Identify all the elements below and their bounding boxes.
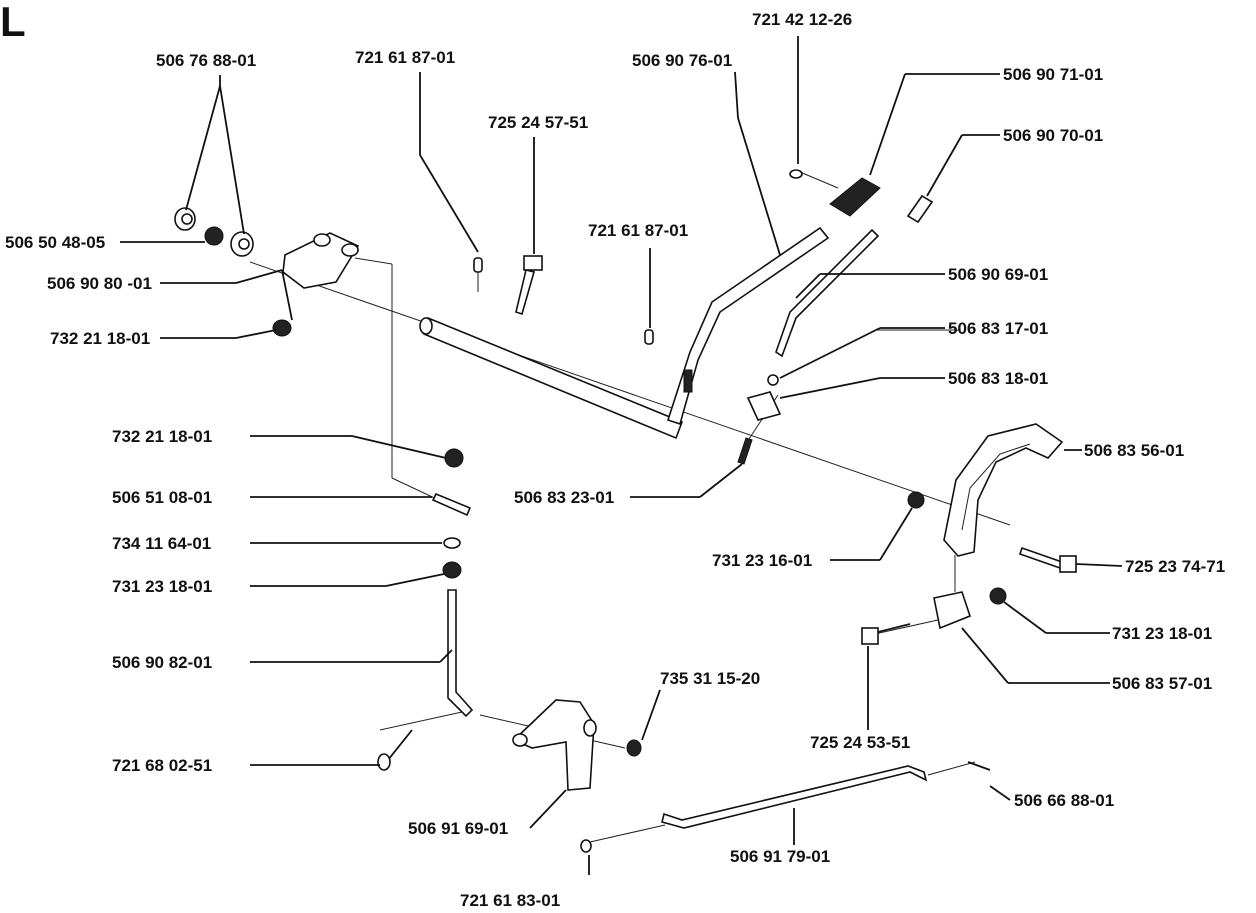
part-label: 725 24 57-51 xyxy=(488,113,588,132)
nut-part xyxy=(272,319,292,337)
part-label: 506 90 76-01 xyxy=(632,51,732,70)
part-label: 731 23 16-01 xyxy=(712,551,812,570)
nut-part xyxy=(989,587,1007,605)
pin-part xyxy=(789,169,803,179)
clip-part xyxy=(967,761,991,771)
part-label: 721 42 12-26 xyxy=(752,10,852,29)
bolt-part xyxy=(861,623,911,645)
part-label: 506 90 69-01 xyxy=(948,265,1048,284)
nut-part xyxy=(442,561,462,579)
nut-part xyxy=(907,491,925,509)
clamp-part xyxy=(746,374,782,421)
clip-part xyxy=(377,729,413,771)
part-label: 506 66 88-01 xyxy=(1014,791,1114,810)
leader-lines xyxy=(120,36,1123,875)
bracket-part xyxy=(282,232,360,289)
segment-part xyxy=(943,423,1064,557)
part-label: 732 21 18-01 xyxy=(50,329,150,348)
part-labels: 506 76 88-01 721 61 87-01 725 24 57-51 7… xyxy=(5,10,1225,910)
part-label: 506 76 88-01 xyxy=(156,51,256,70)
bolt-part xyxy=(515,255,543,316)
part-label: 506 90 82-01 xyxy=(112,653,212,672)
spring-part xyxy=(829,177,881,217)
lever-part xyxy=(666,226,830,426)
part-label: 735 31 15-20 xyxy=(660,669,760,688)
part-label: 731 23 18-01 xyxy=(1112,624,1212,643)
pin-part xyxy=(580,839,592,853)
rod-part xyxy=(447,589,474,718)
part-label: 506 51 08-01 xyxy=(112,488,212,507)
part-label: 506 83 23-01 xyxy=(514,488,614,507)
pin-part xyxy=(473,257,654,345)
part-label: 506 90 71-01 xyxy=(1003,65,1103,84)
spring-part xyxy=(737,437,753,465)
part-label: 506 83 17-01 xyxy=(948,319,1048,338)
nut-part xyxy=(174,207,254,257)
pin-part xyxy=(431,492,472,517)
rod-part xyxy=(775,194,934,358)
part-label: 721 61 83-01 xyxy=(460,891,560,910)
part-label: 725 24 53-51 xyxy=(810,733,910,752)
part-label: 721 61 87-01 xyxy=(355,48,455,67)
nut-part xyxy=(444,448,464,468)
part-label: 506 91 79-01 xyxy=(730,847,830,866)
part-label: 506 90 80 -01 xyxy=(47,274,152,293)
part-label: 725 23 74-71 xyxy=(1125,557,1225,576)
part-label: 506 91 69-01 xyxy=(408,819,508,838)
block-part xyxy=(933,591,971,630)
bolt-part xyxy=(1018,546,1077,573)
part-label: 506 50 48-05 xyxy=(5,233,105,252)
part-label: 734 11 64-01 xyxy=(112,534,211,553)
washer-part xyxy=(443,537,461,549)
part-label: 506 83 18-01 xyxy=(948,369,1048,388)
rod-part xyxy=(661,765,928,829)
crank-part xyxy=(512,699,597,791)
shaft-part xyxy=(419,316,684,440)
part-label: 506 90 70-01 xyxy=(1003,126,1103,145)
part-label: 732 21 18-01 xyxy=(112,427,212,446)
part-label: 506 83 57-01 xyxy=(1112,674,1212,693)
part-label: 721 61 87-01 xyxy=(588,221,688,240)
part-label: 731 23 18-01 xyxy=(112,577,212,596)
nut-part xyxy=(626,739,642,757)
section-letter: L xyxy=(0,0,26,45)
part-label: 506 83 56-01 xyxy=(1084,441,1184,460)
part-label: 721 68 02-51 xyxy=(112,756,212,775)
